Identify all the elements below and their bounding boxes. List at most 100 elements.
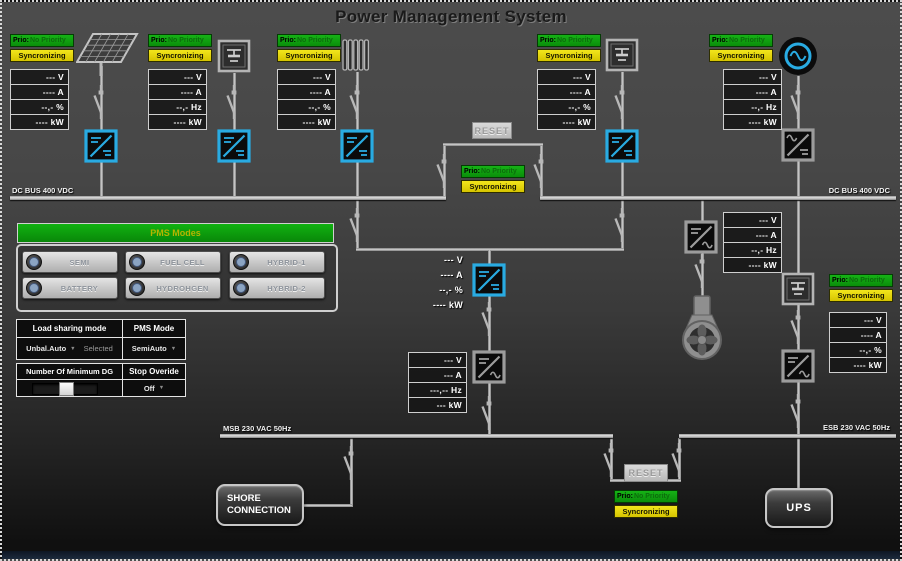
dc-dc-converter-icon (340, 129, 374, 163)
dc-bus-tie (443, 143, 543, 146)
generator-icon (778, 36, 818, 76)
min-dg-slider-handle[interactable] (59, 382, 74, 396)
mode-lamp (26, 280, 42, 296)
measurement-box-battery-a: --- V---- A --,- Hz---- kW (148, 69, 207, 130)
dc-bus-left-label: DC BUS 400 VDC (12, 186, 74, 195)
breaker-icon[interactable] (694, 254, 710, 288)
wire (356, 248, 624, 251)
shore-connection-button[interactable]: SHORE CONNECTION (216, 484, 304, 526)
wire (540, 144, 543, 198)
sync-badge: Syncronizing (537, 49, 601, 62)
msb-bus-label: MSB 230 VAC 50Hz (223, 424, 292, 433)
stop-override-select[interactable]: Off ▼ (122, 379, 186, 397)
dc-ac-converter-icon (472, 350, 506, 384)
ac-dc-converter-icon (781, 128, 815, 162)
battery-icon (217, 39, 251, 73)
sync-badge: Syncronizing (277, 49, 341, 62)
mode-lamp (26, 254, 42, 270)
breaker-icon[interactable] (481, 396, 497, 430)
ac-tie-breaker-icon[interactable] (671, 443, 687, 477)
sync-badge: Syncronizing (709, 49, 773, 62)
measurement-box-esb-branch: --- V---- A --,- %---- kW (829, 312, 887, 373)
load-sharing-mode-select[interactable]: Unbal.Auto ▼ Selected (16, 337, 123, 360)
breaker-icon[interactable] (349, 85, 365, 119)
ac-tie-breaker-icon[interactable] (603, 443, 619, 477)
chevron-down-icon[interactable]: ▼ (158, 385, 165, 391)
mode-button-hybrid-2[interactable]: HYBRID-2 (229, 277, 325, 299)
stop-override-header: Stop Overide (122, 363, 186, 380)
dc-tie-reset-button[interactable]: RESET (472, 122, 512, 139)
load-sharing-mode-header: Load sharing mode (16, 319, 123, 338)
dc-bus-right-label: DC BUS 400 VDC (828, 186, 890, 195)
breaker-icon[interactable] (349, 208, 365, 242)
mode-lamp (233, 254, 249, 270)
dc-tie-breaker-icon[interactable] (436, 154, 452, 188)
measurement-box-solar: --- V---- A --,- %---- kW (10, 69, 69, 130)
breaker-icon[interactable] (93, 85, 109, 119)
ups-button[interactable]: UPS (765, 488, 833, 528)
battery-icon (605, 38, 639, 72)
sync-badge: Syncronizing (614, 505, 678, 518)
breaker-icon[interactable] (790, 310, 806, 344)
breaker-icon[interactable] (481, 302, 497, 336)
wire (443, 144, 446, 198)
min-dg-header: Number Of Minimum DG (16, 363, 123, 380)
breaker-icon[interactable] (790, 85, 806, 119)
dc-tie-breaker-icon[interactable] (533, 154, 549, 188)
prio-badge: Prio:No Priority (829, 274, 893, 287)
mode-button-hydrogen[interactable]: HYDROHGEN (125, 277, 221, 299)
mode-lamp (233, 280, 249, 296)
prio-badge: Prio:No Priority (537, 34, 601, 47)
breaker-icon[interactable] (790, 394, 806, 428)
mode-lamp (129, 254, 145, 270)
thruster-icon (679, 295, 725, 361)
msb-bus (220, 434, 613, 438)
chevron-down-icon[interactable]: ▼ (70, 345, 76, 352)
measurement-box-fuel-cell: --- V---- A --,- %---- kW (277, 69, 336, 130)
esb-bus-label: ESB 230 VAC 50Hz (823, 423, 890, 432)
measurement-box-msb-inverter: --- V--- A ---,-- Hz--- kW (408, 352, 467, 413)
dc-bus-left (10, 196, 446, 200)
measurement-box-thruster: --- V---- A --,- Hz---- kW (723, 212, 782, 273)
measurement-text-dc-center: --- V---- A --,- %---- kW (432, 255, 463, 310)
prio-badge: Prio:No Priority (461, 165, 525, 178)
shore-breaker-icon[interactable] (343, 446, 359, 480)
sync-badge: Syncronizing (461, 180, 525, 193)
ac-tie-reset-button[interactable]: RESET (624, 464, 668, 482)
dc-dc-converter-icon (84, 129, 118, 163)
prio-badge: Prio:No Priority (10, 34, 74, 47)
wire (488, 250, 491, 436)
mode-button-semi[interactable]: SEMI (22, 251, 118, 273)
dc-dc-converter-icon (217, 129, 251, 163)
breaker-icon[interactable] (226, 85, 242, 119)
breaker-icon[interactable] (614, 208, 630, 242)
sync-badge: Syncronizing (829, 289, 893, 302)
dc-ac-converter-icon (781, 349, 815, 383)
page-title: Power Management System (335, 7, 567, 26)
esb-bus (679, 434, 896, 438)
measurement-box-battery-b: --- V---- A --,- %---- kW (537, 69, 596, 130)
breaker-icon[interactable] (614, 85, 630, 119)
min-dg-control (16, 379, 123, 397)
prio-badge: Prio:No Priority (709, 34, 773, 47)
pms-mode-header: PMS Mode (122, 319, 186, 338)
fuel-cell-icon (340, 38, 374, 72)
sync-badge: Syncronizing (148, 49, 212, 62)
prio-badge: Prio:No Priority (614, 490, 678, 503)
solar-panel-icon (76, 32, 140, 76)
wire (610, 438, 613, 482)
pms-mode-select[interactable]: SemiAuto ▼ (122, 337, 186, 360)
dc-dc-converter-icon (605, 129, 639, 163)
dc-bus-right (540, 196, 896, 200)
mode-button-hybrid-1[interactable]: HYBRID-1 (229, 251, 325, 273)
mode-lamp (129, 280, 145, 296)
pms-modes-header: PMS Modes (17, 223, 334, 243)
bottom-edge-bar (2, 551, 900, 559)
dc-dc-converter-icon (472, 263, 506, 297)
wire (678, 438, 681, 482)
mode-button-battery[interactable]: BATTERY (22, 277, 118, 299)
wire (302, 504, 352, 507)
mode-button-fuel-cell[interactable]: FUEL CELL (125, 251, 221, 273)
chevron-down-icon[interactable]: ▼ (170, 345, 177, 352)
